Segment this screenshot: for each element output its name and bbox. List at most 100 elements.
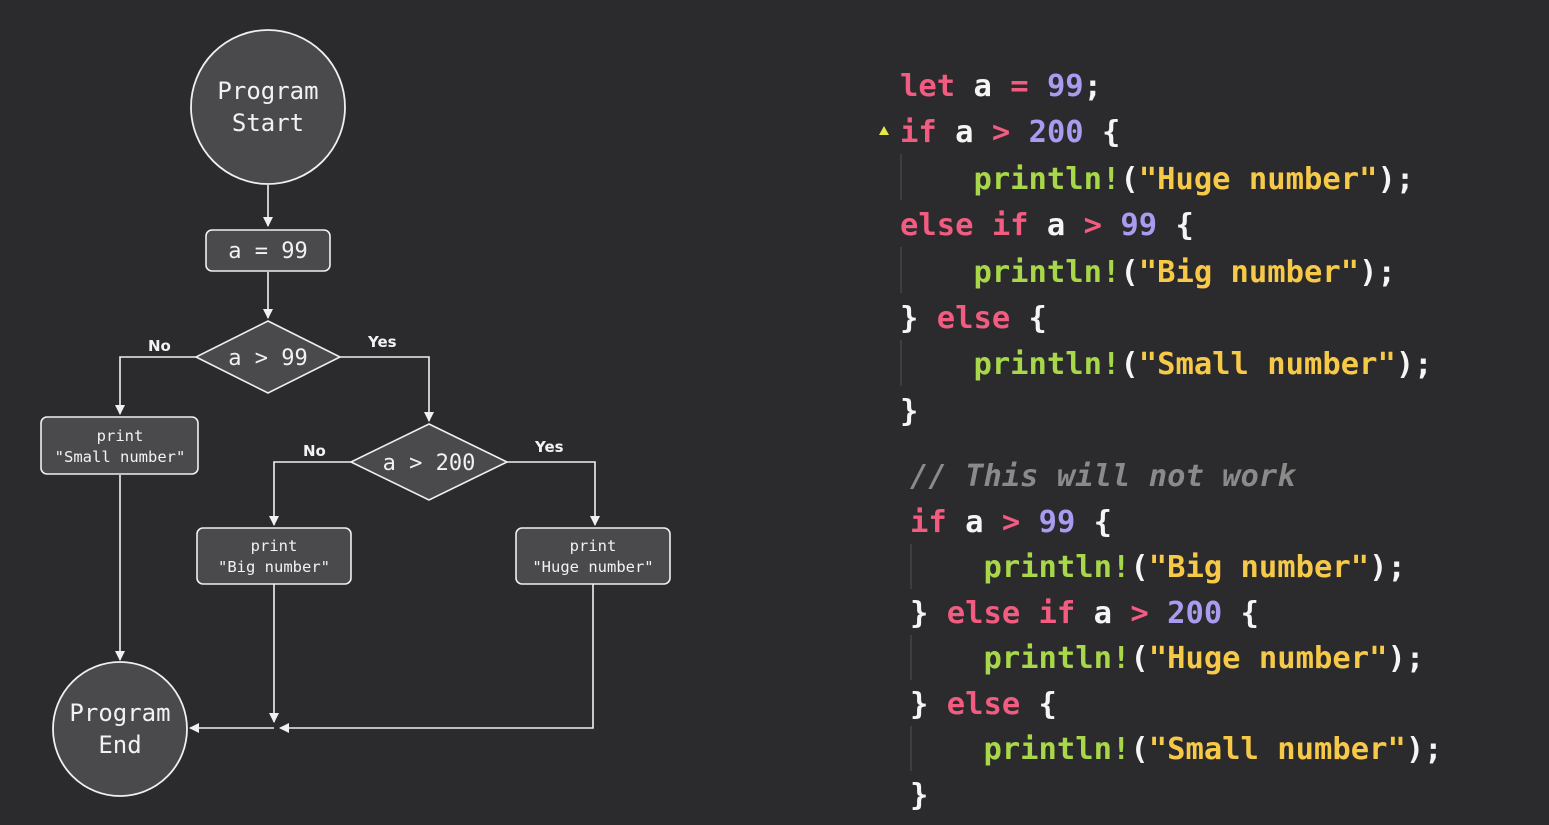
code-token-plain: a: [955, 69, 1011, 104]
start-label-line-2: Start: [232, 109, 304, 137]
print-small-label-line-2: "Small number": [55, 448, 186, 466]
code-token-plain: );: [1405, 732, 1443, 767]
code-token-str: "Huge number": [1148, 641, 1388, 676]
code-token-plain: [1149, 596, 1167, 631]
end-node: Program End: [52, 661, 188, 797]
breakpoint-marker-icon: [879, 126, 889, 135]
code-token-op: >: [1083, 208, 1103, 244]
code-token-num: 99: [1046, 69, 1084, 104]
code-token-plain: }: [900, 393, 919, 429]
decision-node-2: a > 200: [349, 423, 509, 501]
code-token-plain: {: [1222, 595, 1259, 631]
code-token-plain: [1010, 115, 1028, 150]
indent-guide-1c: [900, 340, 902, 386]
indent-guide-2a: [910, 544, 912, 589]
print-big-label-line-2: "Big number": [218, 558, 330, 576]
code-token-plain: (: [1120, 254, 1139, 290]
code-token-plain: {: [1075, 504, 1113, 540]
indent-guide-2c: [910, 726, 912, 771]
assign-node: a = 99: [205, 229, 331, 272]
code-line: println!("Huge number");: [900, 157, 1433, 203]
code-line: } else if a > 200 {: [910, 591, 1443, 637]
flowchart-edges: [115, 185, 600, 733]
code-token-plain: [1020, 505, 1038, 540]
indent-guide-1b: [900, 247, 902, 293]
code-token-plain: [910, 641, 983, 676]
code-token-plain: a: [1075, 595, 1131, 631]
code-token-plain: }: [910, 686, 947, 722]
code-token-str: "Small number": [1138, 347, 1396, 383]
code-token-mac: println!: [983, 641, 1131, 676]
code-line: // This will not work: [910, 454, 1443, 500]
decision-1-label: a > 99: [228, 346, 307, 371]
code-token-plain: [900, 347, 973, 382]
code-block-working: let a = 99;if a > 200 { println!("Huge n…: [900, 64, 1433, 435]
code-line: if a > 200 {: [900, 110, 1433, 156]
code-line: println!("Huge number");: [910, 636, 1443, 682]
code-token-plain: [900, 255, 973, 290]
code-token-op: >: [991, 115, 1011, 151]
code-token-plain: );: [1369, 550, 1406, 585]
code-token-plain: a: [936, 115, 992, 151]
decision-2-yes-label: Yes: [534, 438, 564, 456]
code-token-plain: }: [900, 301, 937, 337]
edge-decision-1-yes: [340, 356, 434, 422]
edge-decision-2-no: [269, 461, 351, 526]
indent-guide-2b: [910, 635, 912, 680]
code-token-plain: {: [1157, 208, 1194, 244]
code-line: println!("Big number");: [910, 545, 1443, 591]
code-token-plain: (: [1130, 550, 1149, 585]
code-token-kw: let: [900, 69, 956, 104]
start-node: Program Start: [190, 29, 346, 185]
code-token-kw: if: [910, 504, 947, 540]
code-token-plain: a: [1028, 208, 1084, 244]
code-token-plain: [1029, 69, 1047, 104]
code-token-mac: println!: [973, 347, 1121, 383]
code-token-kw: else: [946, 686, 1021, 722]
code-line: println!("Small number");: [900, 342, 1433, 388]
code-token-mac: println!: [973, 254, 1121, 290]
start-label-line-1: Program: [217, 77, 318, 105]
code-token-op: >: [1001, 504, 1021, 540]
assign-label: a = 99: [228, 239, 307, 264]
code-token-str: "Huge number": [1138, 161, 1378, 197]
end-label-line-2: End: [98, 731, 141, 759]
code-token-kw: else: [936, 301, 1011, 337]
code-token-mac: println!: [973, 161, 1121, 197]
decision-2-no-label: No: [303, 442, 326, 460]
code-token-plain: );: [1359, 254, 1396, 290]
edge-decision-1-no: [115, 356, 196, 415]
code-token-plain: a: [946, 504, 1002, 540]
print-huge-node: print "Huge number": [515, 527, 671, 585]
print-huge-label-line-2: "Huge number": [532, 558, 653, 576]
print-big-node: print "Big number": [196, 527, 352, 585]
decision-1-no-label: No: [148, 337, 171, 355]
code-token-str: "Big number": [1138, 254, 1360, 290]
code-token-str: "Small number": [1148, 732, 1406, 767]
code-token-plain: ;: [1083, 69, 1103, 104]
code-line: }: [900, 389, 1433, 435]
code-token-plain: [900, 162, 973, 197]
decision-1-yes-label: Yes: [367, 333, 397, 351]
indent-guide-1a: [900, 154, 902, 200]
code-line: println!("Big number");: [900, 250, 1433, 296]
code-token-plain: (: [1130, 641, 1149, 676]
code-line: let a = 99;: [900, 64, 1433, 110]
code-line: if a > 99 {: [910, 500, 1443, 546]
code-token-op: >: [1130, 595, 1149, 631]
code-token-num: 99: [1038, 504, 1076, 540]
print-huge-label-line-1: print: [570, 537, 617, 555]
code-token-plain: );: [1395, 347, 1433, 383]
code-token-kw: if: [900, 115, 937, 151]
code-token-plain: (: [1120, 161, 1139, 197]
code-line: } else {: [900, 296, 1433, 342]
print-small-node: print "Small number": [40, 416, 199, 475]
code-token-plain: [910, 550, 983, 585]
code-token-num: 200: [1028, 115, 1084, 151]
flowchart-diagram: Program Start a = 99 a > 99 No Yes a > 2…: [40, 29, 671, 797]
code-line: }: [910, 773, 1443, 819]
code-token-plain: );: [1377, 161, 1415, 197]
edge-huge-to-merge: [279, 584, 594, 733]
